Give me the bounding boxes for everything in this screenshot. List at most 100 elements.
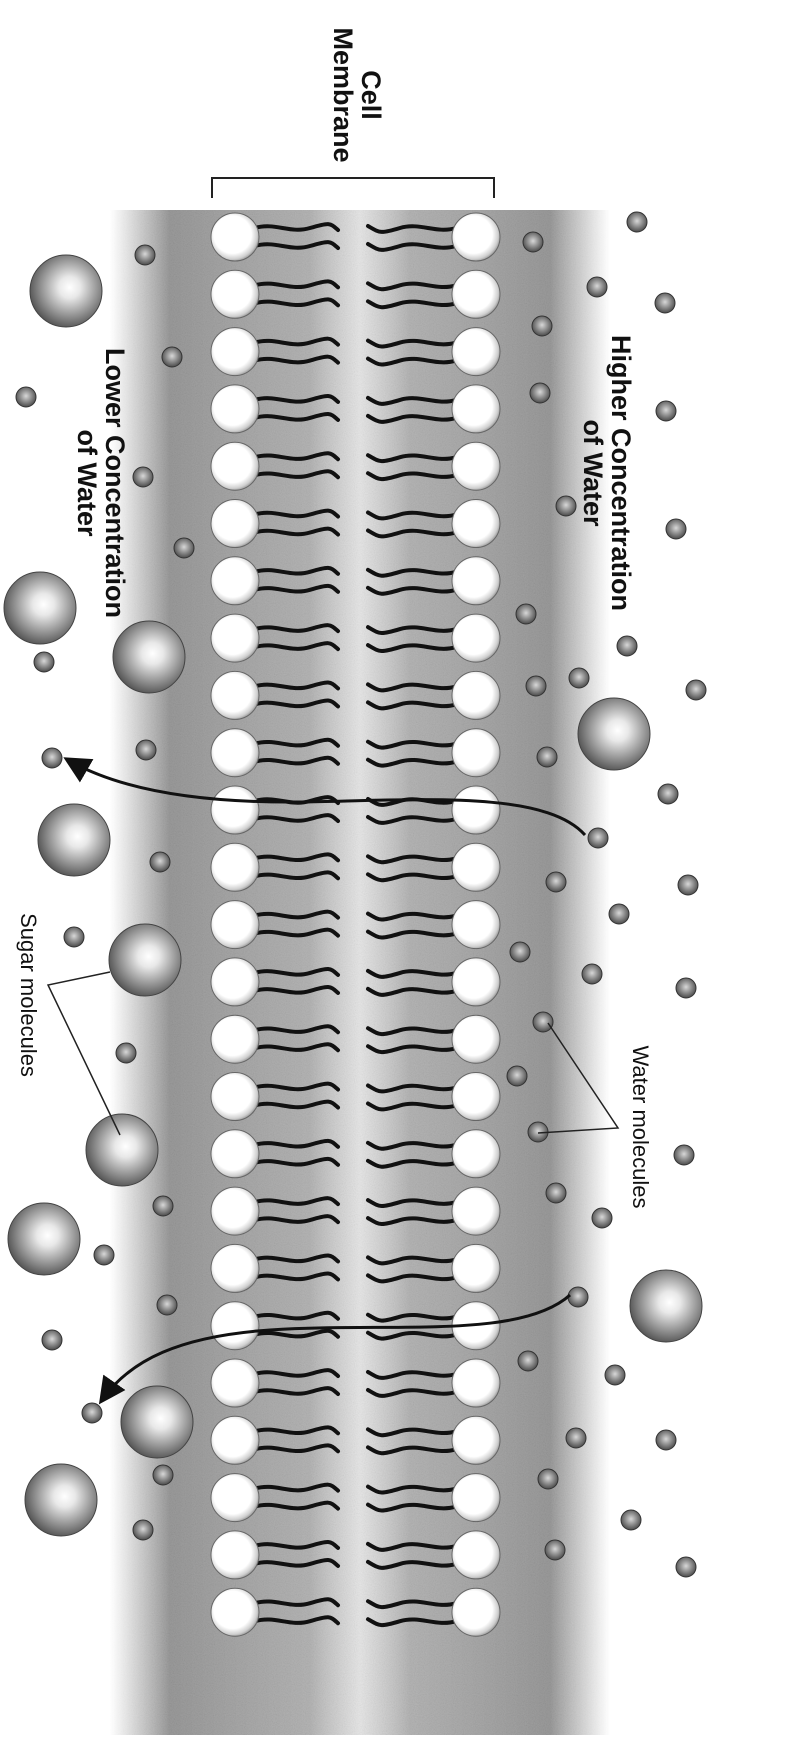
water-molecule [546, 872, 566, 892]
lipid-head [452, 1588, 500, 1636]
higher-concentration-label: Higher Concentration of Water [565, 303, 635, 643]
water-molecule [658, 784, 678, 804]
water-molecule [162, 347, 182, 367]
lower-concentration-label: Lower Concentration of Water [59, 313, 129, 653]
water-molecule [678, 875, 698, 895]
water-molecule [42, 748, 62, 768]
water-molecule [133, 467, 153, 487]
lipid-head [211, 843, 259, 891]
membrane-band [110, 210, 610, 1735]
water-molecule [546, 1183, 566, 1203]
sugar-molecule [86, 1114, 158, 1186]
lipid-head [211, 1130, 259, 1178]
water-molecules-label: Water molecules [622, 1027, 652, 1227]
lipid-head [211, 614, 259, 662]
lipid-head [452, 843, 500, 891]
lipid-head [452, 1187, 500, 1235]
sugar-molecule [630, 1270, 702, 1342]
water-molecule [674, 1145, 694, 1165]
lipid-head [211, 958, 259, 1006]
lipid-head [211, 1416, 259, 1464]
water-molecule [545, 1540, 565, 1560]
lipid-head [211, 500, 259, 548]
sugar-molecule [121, 1386, 193, 1458]
water-molecule [566, 1428, 586, 1448]
lipid-head [452, 671, 500, 719]
water-molecule [516, 604, 536, 624]
lipid-head [452, 614, 500, 662]
lipid-head [211, 1187, 259, 1235]
sugar-molecule [38, 804, 110, 876]
water-molecule [174, 538, 194, 558]
lipid-head [452, 557, 500, 605]
water-molecule [34, 652, 54, 672]
sugar-molecule [578, 698, 650, 770]
water-molecule [518, 1351, 538, 1371]
water-molecule [533, 1012, 553, 1032]
water-molecule [153, 1196, 173, 1216]
lipid-head [452, 213, 500, 261]
water-molecule [510, 942, 530, 962]
lipid-head [211, 1073, 259, 1121]
water-molecule [592, 1208, 612, 1228]
water-molecule [42, 1330, 62, 1350]
lipid-head [211, 901, 259, 949]
sugar-molecule [109, 924, 181, 996]
water-molecule [686, 680, 706, 700]
water-molecule [582, 964, 602, 984]
water-molecule [135, 245, 155, 265]
water-molecule [16, 387, 36, 407]
lipid-head [452, 786, 500, 834]
water-molecule [605, 1365, 625, 1385]
water-molecule [627, 212, 647, 232]
lipid-head [452, 901, 500, 949]
water-molecule [82, 1403, 102, 1423]
lipid-head [452, 328, 500, 376]
water-molecule [157, 1295, 177, 1315]
lipid-head [211, 270, 259, 318]
water-molecule [666, 519, 686, 539]
lipid-head [452, 1531, 500, 1579]
water-molecule [537, 747, 557, 767]
lipid-head [211, 786, 259, 834]
lipid-head [452, 958, 500, 1006]
cell-membrane-label: Cell Membrane [315, 0, 385, 195]
water-molecule [523, 232, 543, 252]
water-molecule [530, 383, 550, 403]
lipid-head [211, 328, 259, 376]
lipid-head [211, 1244, 259, 1292]
sugar-molecule [8, 1203, 80, 1275]
lipid-head [211, 1302, 259, 1350]
water-molecule [655, 293, 675, 313]
water-molecule [568, 1287, 588, 1307]
lipid-head [211, 1359, 259, 1407]
water-molecule [676, 1557, 696, 1577]
lipid-head [452, 1359, 500, 1407]
water-molecule [64, 927, 84, 947]
water-molecule [569, 668, 589, 688]
water-molecule [133, 1520, 153, 1540]
sugar-molecules-label: Sugar molecules [10, 895, 40, 1095]
water-molecule [150, 852, 170, 872]
lipid-head [452, 500, 500, 548]
lipid-head [211, 729, 259, 777]
water-molecule [656, 401, 676, 421]
lipid-head [211, 671, 259, 719]
lipid-head [452, 1244, 500, 1292]
lipid-head [211, 1531, 259, 1579]
water-molecule [94, 1245, 114, 1265]
lipid-head [452, 729, 500, 777]
lipid-head [452, 1130, 500, 1178]
water-molecule [532, 316, 552, 336]
lipid-head [211, 1015, 259, 1063]
water-molecule [621, 1510, 641, 1530]
lipid-head [452, 1015, 500, 1063]
lipid-head [452, 1073, 500, 1121]
water-molecule [507, 1066, 527, 1086]
lipid-head [452, 385, 500, 433]
water-molecule [587, 277, 607, 297]
lipid-head [452, 270, 500, 318]
lipid-head [452, 1416, 500, 1464]
